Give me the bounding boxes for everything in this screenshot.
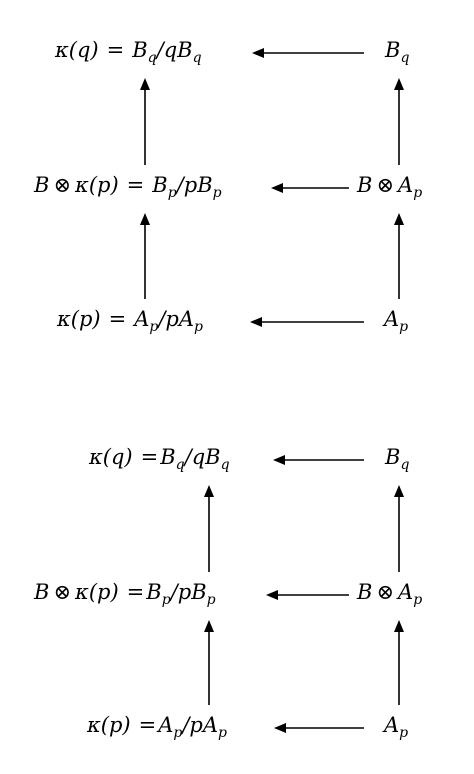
bottom-diagram-arrow-right-mid-to-top: [394, 485, 404, 572]
bottom-diagram-arrow-ap-to-kappa-p: [274, 723, 364, 733]
top-diagram-arrow-right-bottom-to-mid: [394, 213, 404, 299]
top-diagram-node-b-q: Bq: [385, 38, 410, 66]
top-diagram-arrow-left-bottom-to-mid: [140, 213, 150, 299]
top-diagram-node-b-tensor-kappa-p: B⊗κ(p)=Bp/pBp: [34, 173, 222, 201]
bottom-diagram-node-kappa-q: κ(q)=Bq/qBq: [89, 445, 230, 473]
top-diagram-node-a-p: Ap: [384, 307, 409, 335]
bottom-diagram-arrow-right-bottom-to-mid: [394, 620, 404, 705]
top-diagram-arrow-right-mid-to-top: [394, 78, 404, 165]
top-diagram-node-kappa-q: κ(q)=Bq/qBq: [55, 38, 202, 66]
top-diagram-node-kappa-p: κ(p)=Ap/pAp: [57, 307, 204, 335]
top-diagram-node-b-tensor-a-p: B⊗Ap: [357, 173, 423, 201]
bottom-diagram-arrow-bq-to-kappa-q: [273, 455, 364, 465]
top-diagram-arrow-ap-to-kappa-p: [250, 317, 364, 327]
top-diagram-arrow-bq-to-kappa-q: [252, 48, 364, 58]
bottom-diagram-node-b-tensor-kappa-p: B⊗κ(p)=Bp/pBp: [34, 580, 216, 608]
top-diagram-arrow-b-tensor-ap-to-b-tensor-kappa-p: [271, 183, 349, 193]
bottom-diagram-arrow-b-tensor-ap-to-b-tensor-kappa-p: [266, 590, 349, 600]
bottom-diagram-node-a-p: Ap: [384, 713, 409, 741]
bottom-diagram-arrow-left-bottom-to-mid: [204, 620, 214, 705]
top-diagram-arrow-left-mid-to-top: [140, 78, 150, 165]
bottom-diagram-node-b-q: Bq: [385, 445, 410, 473]
bottom-diagram-arrow-left-mid-to-top: [204, 485, 214, 572]
bottom-diagram-node-b-tensor-a-p: B⊗Ap: [357, 580, 423, 608]
bottom-diagram-node-kappa-p: κ(p)=Ap/pAp: [87, 713, 228, 741]
